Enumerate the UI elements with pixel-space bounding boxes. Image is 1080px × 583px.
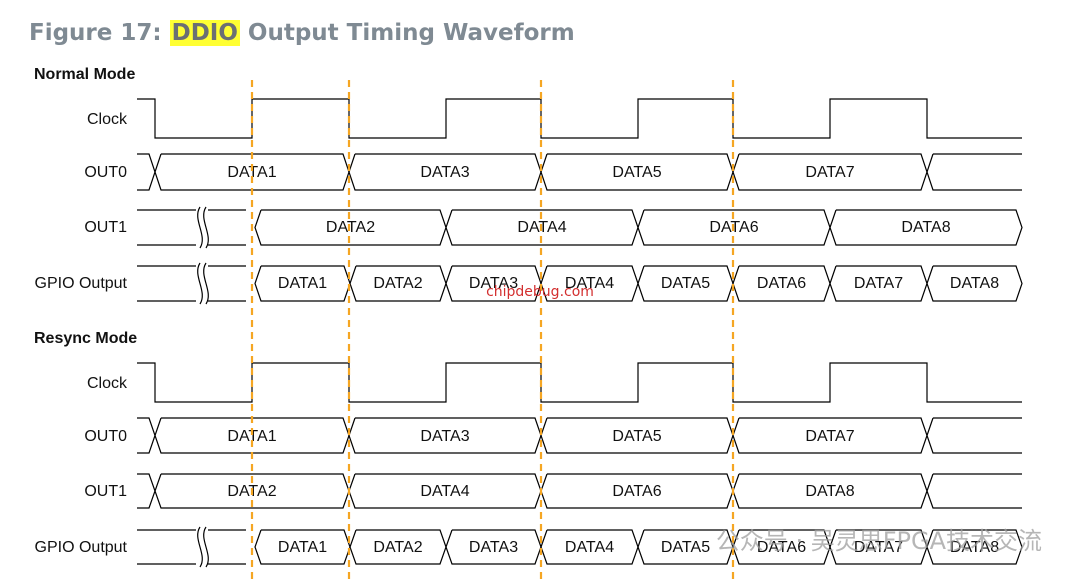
data-label: DATA7 bbox=[854, 275, 903, 292]
clock-waveform bbox=[137, 98, 1022, 139]
bus-segment bbox=[348, 153, 542, 191]
bus-lead bbox=[137, 209, 196, 246]
data-label: DATA3 bbox=[420, 428, 469, 445]
signal-label: OUT1 bbox=[84, 219, 127, 236]
data-label: DATA5 bbox=[661, 539, 710, 556]
break-mark-0 bbox=[197, 206, 203, 249]
data-label: DATA4 bbox=[565, 539, 614, 556]
bus-segment bbox=[829, 265, 928, 302]
bus-segment bbox=[637, 265, 734, 302]
bus-segment bbox=[154, 153, 350, 191]
bus-lead bbox=[137, 265, 196, 302]
bus-segment bbox=[829, 529, 928, 565]
data-label: DATA2 bbox=[373, 275, 422, 292]
bus-segment bbox=[445, 529, 542, 565]
data-label: DATA6 bbox=[612, 483, 661, 500]
break-mark-1 bbox=[203, 206, 209, 249]
section-title: Normal Mode bbox=[34, 66, 135, 83]
data-label: DATA4 bbox=[565, 275, 614, 292]
bus-segment bbox=[154, 417, 350, 454]
data-label: DATA4 bbox=[420, 483, 469, 500]
bus-segment bbox=[732, 153, 928, 191]
bus-segment bbox=[254, 209, 447, 246]
bus-segment bbox=[926, 265, 1023, 302]
figure-highlight: DDIO bbox=[169, 20, 240, 46]
bus-segment bbox=[349, 529, 447, 565]
site-watermark: chipdebug.com bbox=[486, 284, 594, 300]
break-mark-1 bbox=[203, 526, 209, 568]
bus-lead-2 bbox=[208, 209, 246, 246]
signal-label: Clock bbox=[87, 375, 128, 392]
signal-label: OUT0 bbox=[84, 164, 127, 181]
bus-lead-2 bbox=[208, 529, 246, 565]
signal-label: GPIO Output bbox=[35, 275, 128, 292]
bus-segment bbox=[732, 529, 831, 565]
data-label: DATA5 bbox=[612, 428, 661, 445]
figure-prefix: Figure 17: bbox=[29, 20, 170, 46]
bus-lead bbox=[137, 417, 156, 454]
bus-segment bbox=[445, 209, 639, 246]
break-mark-0 bbox=[197, 262, 203, 305]
data-label: DATA8 bbox=[805, 483, 854, 500]
break-mark-0 bbox=[197, 526, 203, 568]
data-label: DATA3 bbox=[469, 539, 518, 556]
signal-label: GPIO Output bbox=[35, 539, 128, 556]
signal-label: OUT0 bbox=[84, 428, 127, 445]
data-label: DATA1 bbox=[278, 275, 327, 292]
data-label: DATA3 bbox=[469, 275, 518, 292]
bus-segment bbox=[829, 209, 1023, 246]
bus-segment bbox=[637, 209, 831, 246]
data-label: DATA1 bbox=[227, 164, 276, 181]
data-label: DATA6 bbox=[757, 275, 806, 292]
data-label: DATA7 bbox=[854, 539, 903, 556]
data-label: DATA5 bbox=[612, 164, 661, 181]
data-label: DATA8 bbox=[950, 275, 999, 292]
bus-tail bbox=[926, 417, 1022, 454]
bus-segment bbox=[348, 417, 542, 454]
bus-segment bbox=[540, 529, 639, 565]
bus-segment bbox=[732, 417, 928, 454]
bus-tail bbox=[926, 473, 1022, 509]
data-label: DATA1 bbox=[278, 539, 327, 556]
bus-segment bbox=[540, 265, 639, 302]
bus-segment bbox=[154, 473, 350, 509]
data-label: DATA5 bbox=[661, 275, 710, 292]
bus-segment bbox=[637, 529, 734, 565]
data-label: DATA8 bbox=[950, 539, 999, 556]
data-label: DATA7 bbox=[805, 164, 854, 181]
bus-segment bbox=[540, 153, 734, 191]
bus-lead bbox=[137, 529, 196, 565]
figure-rest: Output Timing Waveform bbox=[239, 20, 575, 46]
bus-segment bbox=[349, 265, 447, 302]
bus-lead bbox=[137, 473, 156, 509]
signal-label: OUT1 bbox=[84, 483, 127, 500]
bus-segment bbox=[732, 265, 831, 302]
bus-tail bbox=[926, 153, 1022, 191]
bus-segment bbox=[445, 265, 542, 302]
bus-segment bbox=[926, 529, 1023, 565]
wechat-watermark: 公众号 · 吴灵思FPGA技术交流 bbox=[716, 527, 1042, 555]
data-label: DATA1 bbox=[227, 428, 276, 445]
bus-segment bbox=[254, 529, 351, 565]
data-label: DATA3 bbox=[420, 164, 469, 181]
clock-waveform bbox=[137, 362, 1022, 403]
section-title: Resync Mode bbox=[34, 330, 137, 347]
data-label: DATA8 bbox=[901, 219, 950, 236]
break-mark-1 bbox=[203, 262, 209, 305]
bus-segment bbox=[540, 417, 734, 454]
bus-lead-2 bbox=[208, 265, 246, 302]
bus-segment bbox=[254, 265, 351, 302]
data-label: DATA7 bbox=[805, 428, 854, 445]
bus-lead bbox=[137, 153, 156, 191]
figure-title: Figure 17: DDIO Output Timing Waveform bbox=[29, 20, 575, 46]
data-label: DATA2 bbox=[373, 539, 422, 556]
signal-label: Clock bbox=[87, 111, 128, 128]
data-label: DATA2 bbox=[326, 219, 375, 236]
data-label: DATA6 bbox=[757, 539, 806, 556]
